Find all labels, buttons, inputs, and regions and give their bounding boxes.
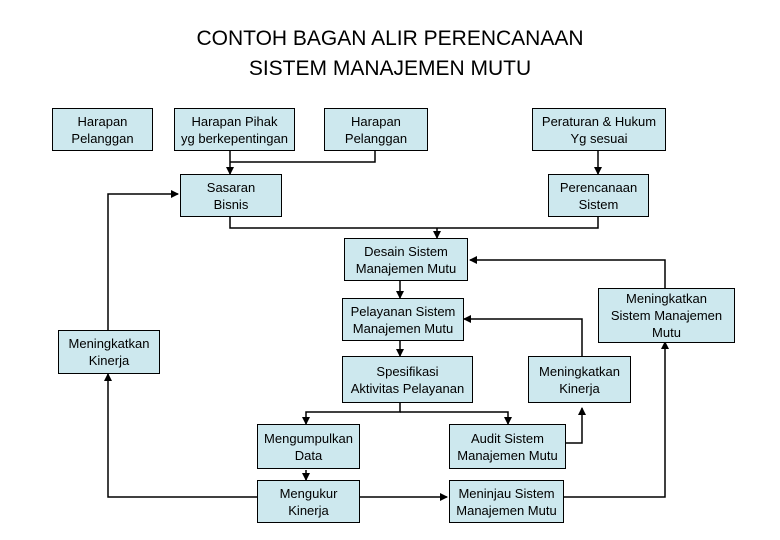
arrow-harapan-pelanggan-to-sasaran: [230, 150, 376, 163]
node-peraturan-hukum: Peraturan & Hukum Yg sesuai: [532, 108, 666, 151]
node-pelayanan-sistem: Pelayanan Sistem Manajemen Mutu: [342, 298, 464, 341]
arrow-spesifikasi-split: [302, 402, 401, 425]
arrow-audit-to-meningkatkan-kinerja: [566, 407, 586, 444]
title-line-2: SISTEM MANAJEMEN MUTU: [248, 57, 532, 80]
arrow-spesifikasi-to-audit: [400, 411, 512, 425]
diagram-title: CONTOH BAGAN ALIR PERENCANAAN SISTEM MAN…: [100, 24, 680, 84]
arrow-meningkatkan-kinerja-to-pelayanan: [463, 315, 583, 356]
node-meningkatkan-sistem: Meningkatkan Sistem Manajemen Mutu: [598, 288, 735, 343]
node-harapan-pihak: Harapan Pihak yg berkepentingan: [174, 108, 295, 151]
arrow-meninjau-to-meningkatkan-sistem: [563, 341, 669, 498]
node-audit-sistem: Audit Sistem Manajemen Mutu: [449, 424, 566, 469]
node-mengukur-kinerja: Mengukur Kinerja: [257, 480, 360, 523]
arrow-perencanaan-merge: [437, 216, 599, 229]
arrow-meningkatkan-sistem-to-desain: [469, 256, 666, 288]
arrow-mengukur-to-meningkatkan-kinerja-left: [104, 373, 257, 498]
arrow-meningkatkan-kinerja-left-to-sasaran: [107, 190, 179, 330]
node-perencanaan-sistem: Perencanaan Sistem: [548, 174, 649, 217]
node-sasaran-bisnis: Sasaran Bisnis: [180, 174, 282, 217]
title-line-1: CONTOH BAGAN ALIR PERENCANAAN: [196, 27, 584, 50]
node-harapan-pelanggan-2: Harapan Pelanggan: [324, 108, 428, 151]
arrow-sasaran-merge: [229, 216, 437, 229]
node-meningkatkan-kinerja-left: Meningkatkan Kinerja: [58, 330, 160, 374]
node-meninjau-sistem: Meninjau Sistem Manajemen Mutu: [449, 480, 564, 523]
node-desain-sistem: Desain Sistem Manajemen Mutu: [344, 238, 468, 281]
node-meningkatkan-kinerja-right: Meningkatkan Kinerja: [528, 356, 631, 403]
node-mengumpulkan-data: Mengumpulkan Data: [257, 424, 360, 469]
node-harapan-pelanggan-1: Harapan Pelanggan: [52, 108, 153, 151]
node-spesifikasi: Spesifikasi Aktivitas Pelayanan: [342, 356, 473, 403]
